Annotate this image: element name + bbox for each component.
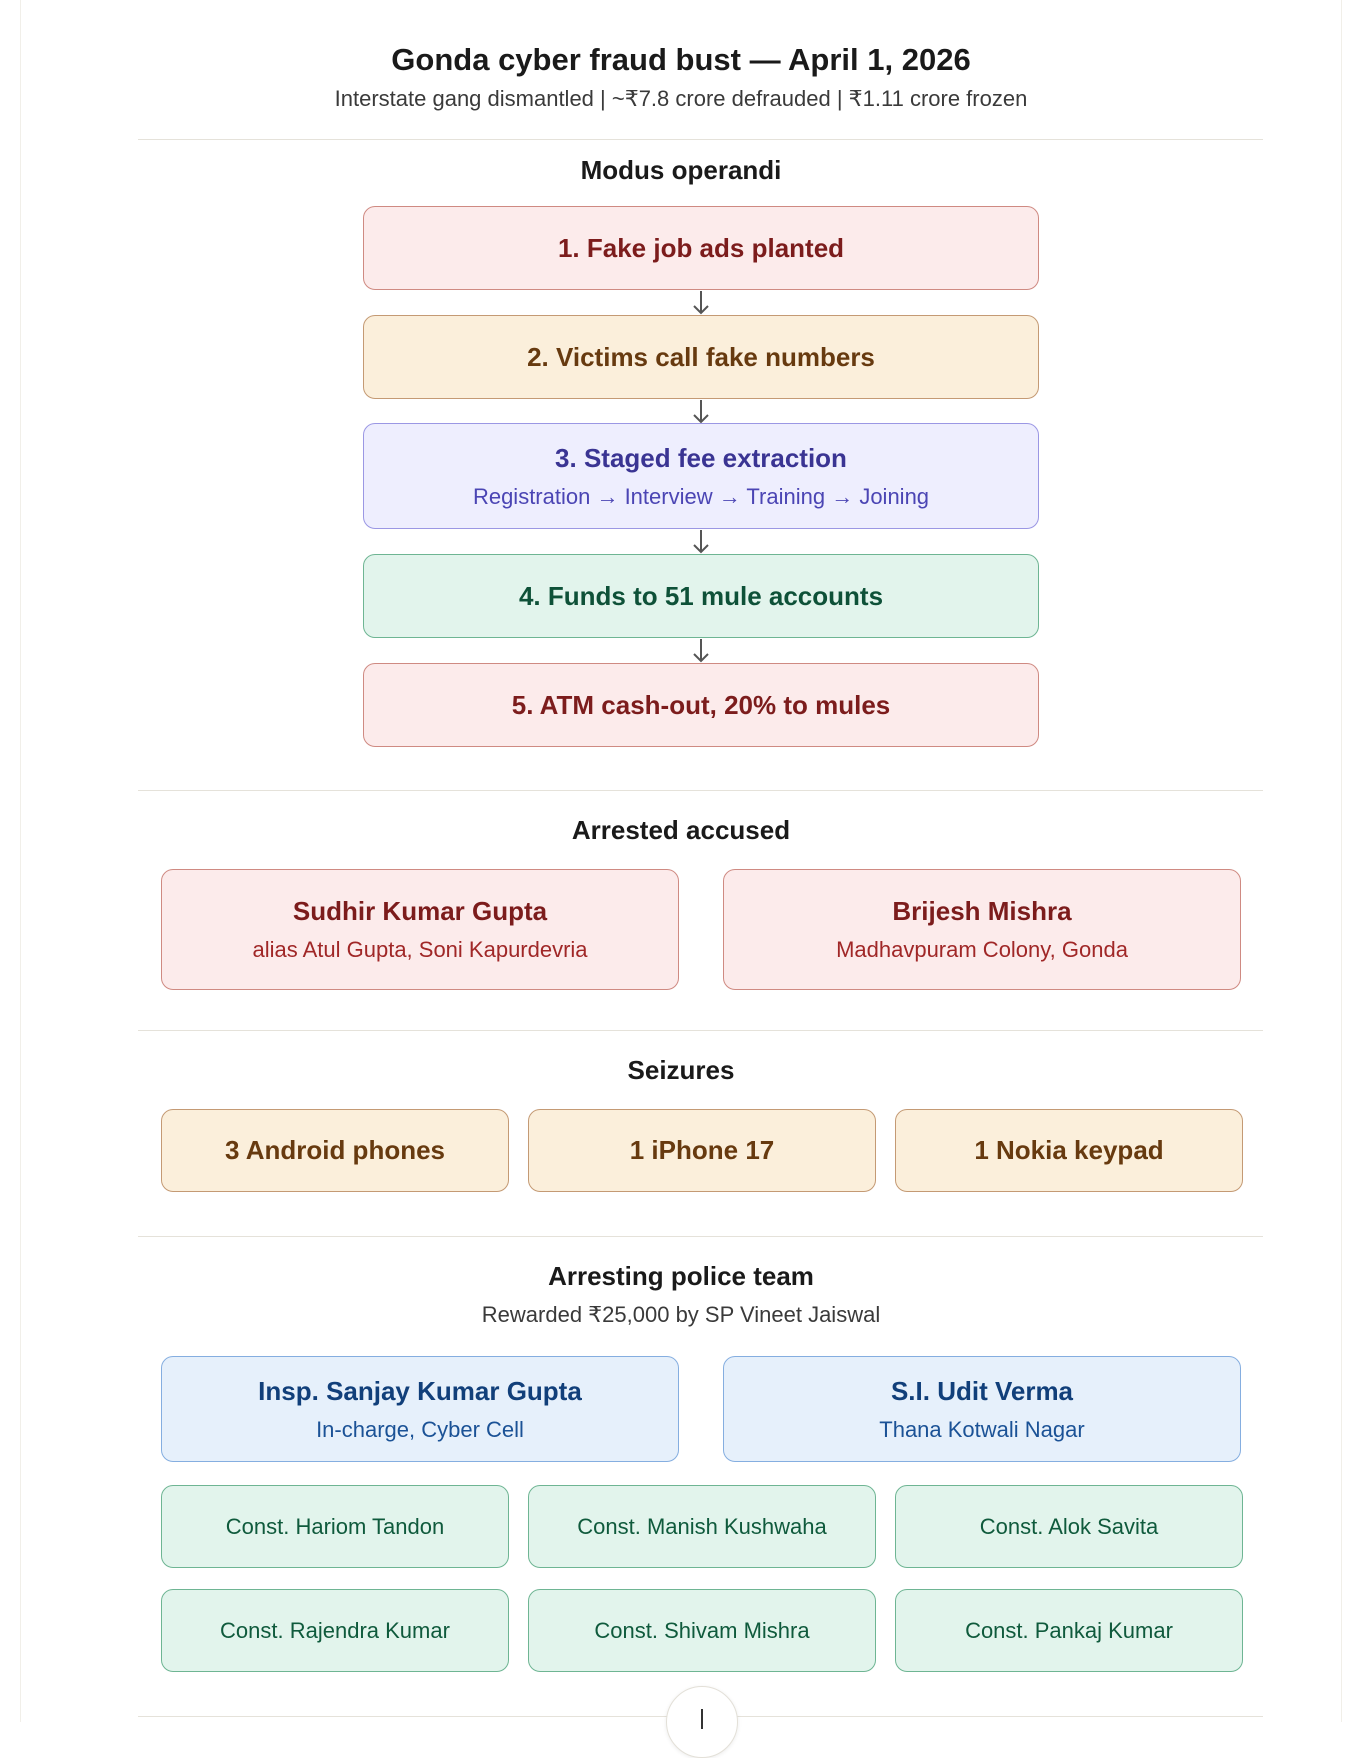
step-3-label: 3. Staged fee extraction — [555, 442, 847, 473]
scroll-down-button[interactable] — [666, 1686, 738, 1758]
officer-card: S.I. Udit Verma Thana Kotwali Nagar — [723, 1356, 1241, 1462]
constable-name: Const. Shivam Mishra — [594, 1617, 810, 1643]
constable-name: Const. Pankaj Kumar — [965, 1617, 1173, 1643]
accused-detail: Madhavpuram Colony, Gonda — [836, 937, 1128, 962]
constable-name: Const. Manish Kushwaha — [577, 1513, 827, 1539]
constable-card: Const. Pankaj Kumar — [895, 1589, 1243, 1672]
modus-heading: Modus operandi — [580, 155, 782, 185]
step-4-box: 4. Funds to 51 mule accounts — [363, 554, 1039, 638]
seizure-item: 3 Android phones — [161, 1109, 509, 1192]
constable-card: Const. Alok Savita — [895, 1485, 1243, 1568]
seizure-label: 1 Nokia keypad — [974, 1135, 1164, 1165]
constable-card: Const. Shivam Mishra — [528, 1589, 876, 1672]
accused-heading: Arrested accused — [571, 815, 791, 845]
seizure-label: 1 iPhone 17 — [629, 1135, 775, 1165]
step-1-label: 1. Fake job ads planted — [557, 232, 845, 263]
flow-arrow-icon — [691, 399, 711, 425]
diagram-subtitle: Interstate gang dismantled | ~₹7.8 crore… — [334, 86, 1028, 111]
step-3-detail: Registration → Interview → Training → Jo… — [472, 483, 930, 509]
divider — [138, 139, 1263, 140]
constable-card: Const. Manish Kushwaha — [528, 1485, 876, 1568]
constable-name: Const. Rajendra Kumar — [220, 1617, 450, 1643]
step-1-box: 1. Fake job ads planted — [363, 206, 1039, 290]
officer-role: In-charge, Cyber Cell — [316, 1416, 524, 1442]
divider — [138, 790, 1263, 791]
step-2-label: 2. Victims call fake numbers — [527, 341, 875, 372]
accused-card: Brijesh Mishra Madhavpuram Colony, Gonda — [723, 869, 1241, 990]
divider — [138, 1236, 1263, 1237]
accused-detail: alias Atul Gupta, Soni Kapurdevria — [252, 937, 588, 962]
arrow-down-icon — [701, 1709, 703, 1729]
accused-card: Sudhir Kumar Gupta alias Atul Gupta, Son… — [161, 869, 679, 990]
constable-name: Const. Alok Savita — [979, 1513, 1159, 1539]
flow-arrow-icon — [691, 529, 711, 555]
officer-role: Thana Kotwali Nagar — [879, 1416, 1085, 1442]
flow-arrow-icon — [691, 638, 711, 664]
officer-name: Insp. Sanjay Kumar Gupta — [258, 1375, 582, 1406]
seizures-heading: Seizures — [627, 1055, 735, 1085]
seizure-label: 3 Android phones — [224, 1135, 446, 1165]
team-heading: Arresting police team — [548, 1261, 814, 1291]
step-4-label: 4. Funds to 51 mule accounts — [518, 580, 884, 611]
officer-card: Insp. Sanjay Kumar Gupta In-charge, Cybe… — [161, 1356, 679, 1462]
step-5-label: 5. ATM cash-out, 20% to mules — [511, 689, 891, 720]
seizure-item: 1 iPhone 17 — [528, 1109, 876, 1192]
seizure-item: 1 Nokia keypad — [895, 1109, 1243, 1192]
flow-arrow-icon — [691, 290, 711, 316]
team-subheading: Rewarded ₹25,000 by SP Vineet Jaiswal — [481, 1302, 881, 1327]
step-2-box: 2. Victims call fake numbers — [363, 315, 1039, 399]
accused-name: Sudhir Kumar Gupta — [292, 896, 548, 926]
constable-card: Const. Hariom Tandon — [161, 1485, 509, 1568]
officer-name: S.I. Udit Verma — [890, 1375, 1074, 1406]
divider — [138, 1030, 1263, 1031]
constable-card: Const. Rajendra Kumar — [161, 1589, 509, 1672]
step-3-box: 3. Staged fee extraction Registration → … — [363, 423, 1039, 529]
diagram-title: Gonda cyber fraud bust — April 1, 2026 — [391, 42, 971, 77]
step-5-box: 5. ATM cash-out, 20% to mules — [363, 663, 1039, 747]
accused-name: Brijesh Mishra — [892, 896, 1072, 926]
constable-name: Const. Hariom Tandon — [225, 1513, 445, 1539]
